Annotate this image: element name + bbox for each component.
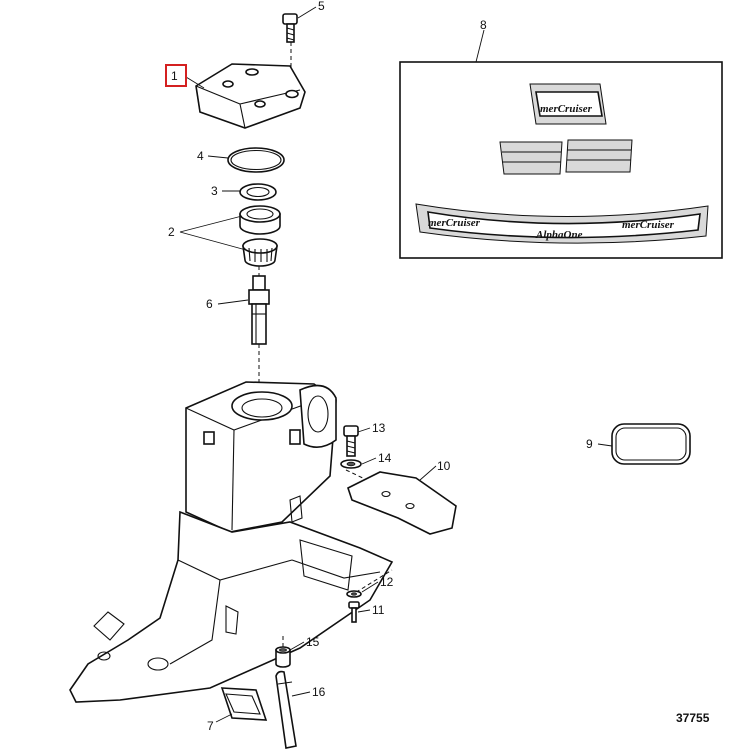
part-15-sleeve xyxy=(275,646,291,668)
part-3-seal xyxy=(239,183,277,201)
callout-13[interactable]: 13 xyxy=(372,421,386,435)
part-14-washer xyxy=(340,459,362,469)
callout-11[interactable]: 11 xyxy=(372,603,385,617)
leader-lines xyxy=(179,6,613,723)
callout-2[interactable]: 2 xyxy=(168,225,175,239)
part-13-bolt xyxy=(343,425,359,457)
part-4-o-ring xyxy=(227,147,285,173)
callout-10[interactable]: 10 xyxy=(437,459,451,473)
highlight-box-callout-1 xyxy=(165,64,187,87)
callout-5[interactable]: 5 xyxy=(318,0,325,13)
callout-14[interactable]: 14 xyxy=(378,451,392,465)
decal-banner: merCruiser AlphaOne merCruiser xyxy=(415,203,709,244)
callout-16[interactable]: 16 xyxy=(312,685,326,699)
decal-brand-square: merCruiser xyxy=(529,83,607,125)
part-11-screw xyxy=(348,601,360,623)
decal-brand-right-text: merCruiser xyxy=(622,219,675,231)
callout-7[interactable]: 7 xyxy=(207,719,214,733)
part-2-bearing-cone xyxy=(242,238,278,267)
callout-3[interactable]: 3 xyxy=(211,184,218,198)
callout-8[interactable]: 8 xyxy=(480,18,487,32)
callout-12[interactable]: 12 xyxy=(380,575,394,589)
callout-labels: 1 2 3 4 5 6 7 8 9 10 11 12 13 14 15 16 xyxy=(168,0,593,733)
decal-model-text: AlphaOne xyxy=(535,229,583,241)
part-6-driveshaft xyxy=(248,275,270,345)
part-12-washer xyxy=(346,590,362,598)
callout-6[interactable]: 6 xyxy=(206,297,213,311)
part-1-cover xyxy=(195,63,306,129)
part-5-screw xyxy=(282,13,298,43)
callout-9[interactable]: 9 xyxy=(586,437,593,451)
part-16-tube xyxy=(275,670,297,749)
callout-4[interactable]: 4 xyxy=(197,149,204,163)
decal-brand-left-text: merCruiser xyxy=(428,217,481,229)
part-10-anode xyxy=(347,471,457,535)
part-7-plate xyxy=(220,687,268,721)
callout-1[interactable]: 1 xyxy=(171,69,178,83)
gear-housing xyxy=(69,381,394,703)
figure-number: 37755 xyxy=(676,711,710,725)
part-8-decal-kit: merCruiser merCruiser AlphaOne merCruise… xyxy=(399,61,723,259)
decal-stripes xyxy=(499,139,633,175)
part-9-gasket xyxy=(611,423,691,465)
part-2-bearing-cup xyxy=(239,205,281,235)
decal-brand-small-text: merCruiser xyxy=(540,103,593,115)
callout-15[interactable]: 15 xyxy=(306,635,320,649)
